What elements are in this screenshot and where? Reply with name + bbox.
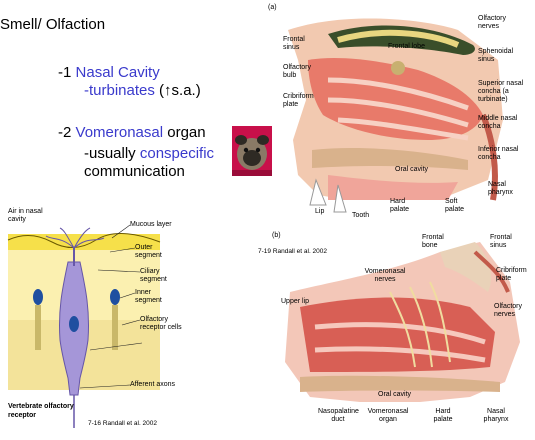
panel-b-marker: (b) — [272, 232, 281, 240]
item1-prefix: -1 — [58, 64, 76, 81]
receptor-caption-title: Vertebrate olfactory receptor — [8, 402, 98, 420]
label-frontal-sinus: Frontal sinus — [283, 36, 319, 52]
turbinates-note: (↑s.a.) — [155, 82, 201, 99]
label-inferior-concha: Inferior nasal concha — [478, 146, 534, 162]
label-ciliary-segment: Ciliary segment — [140, 268, 182, 284]
label-tooth: Tooth — [352, 212, 369, 220]
turbinates-link: -turbinates — [84, 82, 155, 99]
label-frontal-lobe: Frontal lobe — [388, 43, 425, 51]
item-communication: communication — [84, 163, 185, 180]
label-outer-segment: Outer segment — [135, 244, 177, 260]
label-inner-segment: Inner segment — [135, 289, 177, 305]
label-sphenoidal-sinus: Sphenoidal sinus — [478, 48, 528, 64]
label-upper-lip: Upper lip — [281, 298, 309, 306]
item-nasal-cavity: -1 Nasal Cavity — [58, 64, 160, 81]
label-afferent-axons: Afferent axons — [130, 381, 175, 389]
item-vomeronasal: -2 Vomeronasal organ — [58, 124, 206, 141]
item-conspecific: -usually conspecific — [84, 145, 214, 162]
panel-a-marker: (a) — [268, 4, 277, 12]
label-olfactory-nerves-b: Olfactory nerves — [494, 303, 534, 319]
item2-rest: organ — [163, 124, 206, 141]
label-olfactory-nerves-a: Olfactory nerves — [478, 15, 528, 31]
label-lip: Lip — [315, 208, 324, 216]
label-soft-palate: Soft palate — [445, 198, 477, 214]
label-middle-concha: Middle nasal concha — [478, 115, 534, 131]
item2-sub-a: -usually — [84, 145, 140, 162]
nasal-cavity-link: Nasal Cavity — [76, 64, 160, 81]
label-vomeronasal-organ: Vomeronasal organ — [366, 408, 410, 424]
label-frontal-bone: Frontal bone — [422, 234, 452, 250]
slide-title: Smell/ Olfaction — [0, 16, 105, 33]
label-hard-palate-b: Hard palate — [428, 408, 458, 424]
label-olfactory-bulb: Olfactory bulb — [283, 64, 319, 80]
vomeronasal-figure-b — [270, 232, 535, 435]
label-cribriform-plate-b: Cribriform plate — [496, 267, 532, 283]
label-mucous-layer: Mucous layer — [130, 221, 172, 229]
item-turbinates: -turbinates (↑s.a.) — [84, 82, 201, 99]
receptor-caption-credit: 7-16 Randall et al. 2002 — [88, 420, 157, 428]
pug-dog-photo — [232, 126, 272, 176]
vomeronasal-link: Vomeronasal — [76, 124, 164, 141]
label-air-in-nasal-cavity: Air in nasal cavity — [8, 208, 58, 224]
item2-prefix: -2 — [58, 124, 76, 141]
label-nasal-pharynx-a: Nasal pharynx — [488, 181, 530, 197]
olfactory-receptor-figure — [0, 200, 235, 435]
conspecific-link: conspecific — [140, 145, 214, 162]
label-frontal-sinus-b: Frontal sinus — [490, 234, 520, 250]
label-hard-palate-a: Hard palate — [390, 198, 422, 214]
label-superior-concha: Superior nasal concha (a turbinate) — [478, 80, 534, 104]
label-receptor-cells: Olfactory receptor cells — [140, 316, 195, 332]
label-nasal-pharynx-b: Nasal pharynx — [478, 408, 514, 424]
label-nasopalatine-duct: Nasopalatine duct — [318, 408, 358, 424]
label-oral-cavity-a: Oral cavity — [395, 166, 428, 174]
label-oral-cavity-b: Oral cavity — [378, 391, 411, 399]
label-cribriform-plate: Cribriform plate — [283, 93, 319, 109]
label-vomeronasal-nerves: Vomeronasal nerves — [360, 268, 410, 284]
